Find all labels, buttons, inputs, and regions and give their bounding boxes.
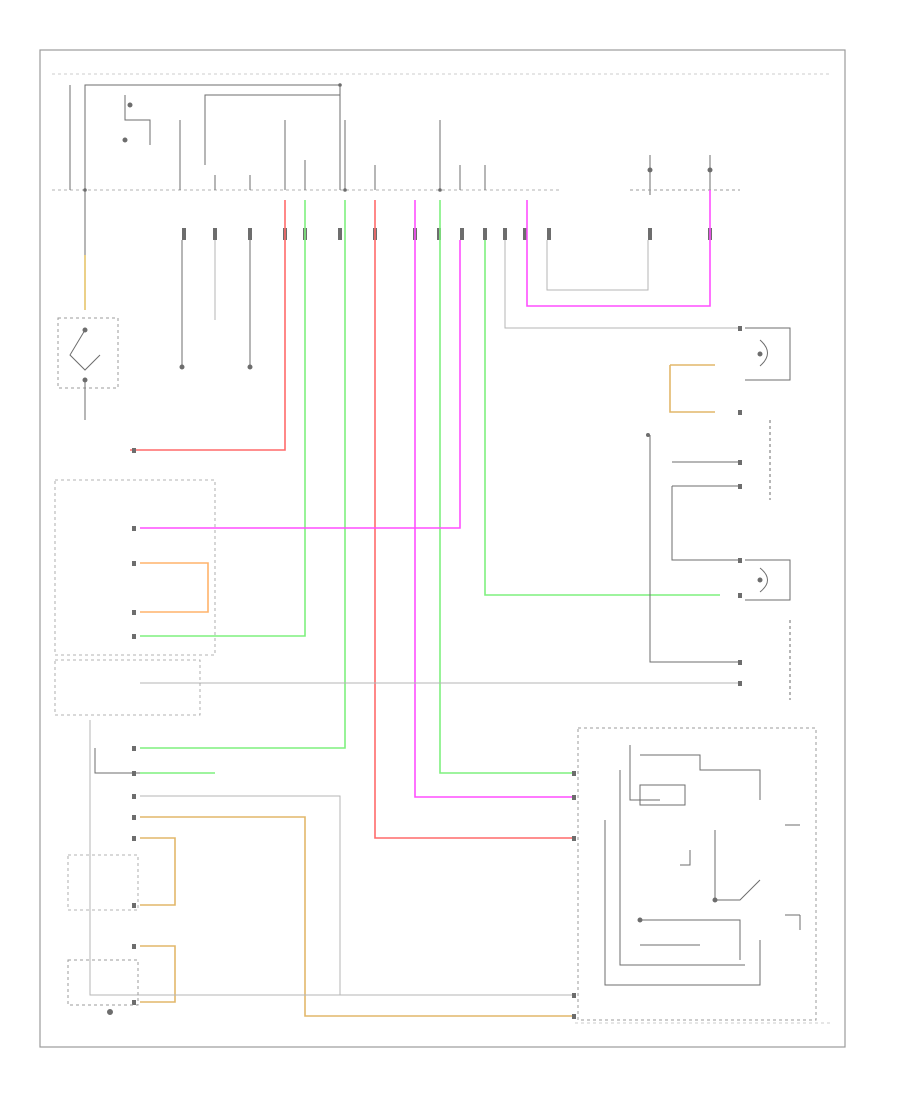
wire-orange — [140, 562, 209, 613]
wire-gray — [89, 240, 740, 996]
wire-tan — [140, 364, 715, 1017]
diagram-frame — [39, 49, 846, 1048]
wire-magenta — [140, 190, 711, 798]
top-connector-pins — [182, 228, 712, 240]
right-side-relay — [738, 326, 742, 686]
right-console-switch — [745, 327, 791, 500]
right-middle-connector — [745, 559, 791, 700]
module-entry-pins — [572, 771, 576, 1019]
fuse-block-top-left — [69, 84, 486, 190]
wire-black — [94, 435, 740, 774]
light-control-switch — [57, 190, 253, 420]
left-connector-pins — [132, 448, 136, 1005]
bottom-left-connector — [67, 959, 139, 1015]
lower-left-connector — [67, 854, 139, 911]
wire-red — [130, 200, 575, 839]
fuse-block-top-right — [630, 155, 740, 195]
splice-points — [83, 83, 650, 437]
left-side-connector — [54, 479, 216, 716]
bottom-right-module — [577, 727, 817, 1021]
wire-green — [140, 200, 720, 774]
